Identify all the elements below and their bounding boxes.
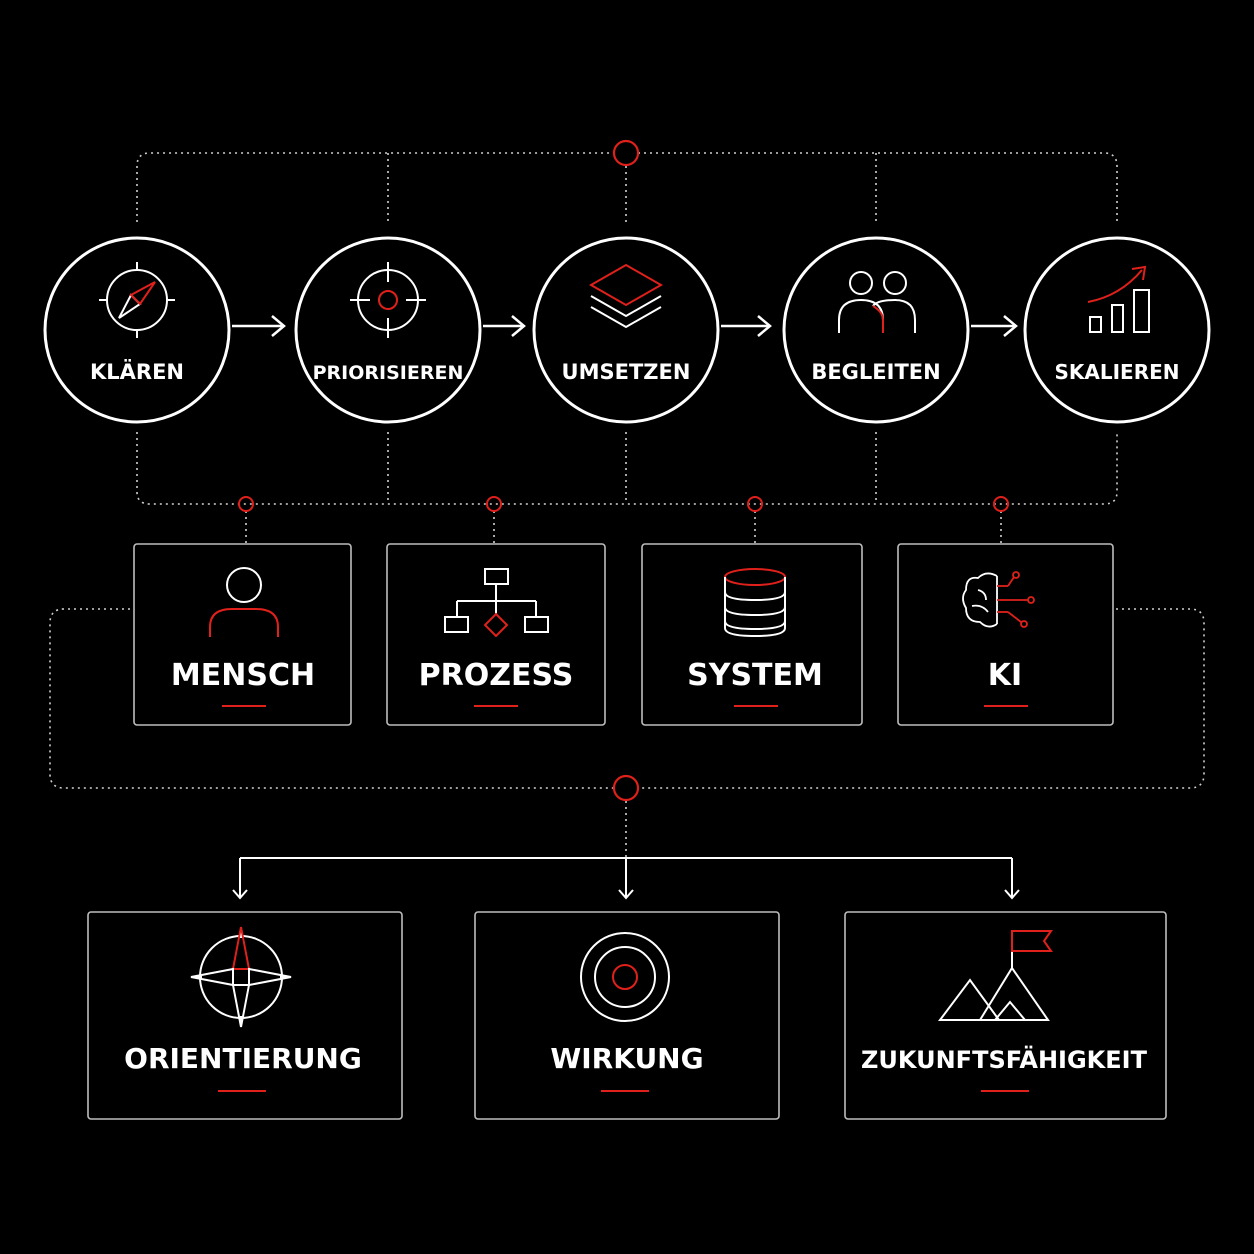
- outcome-card-wirkung: WIRKUNG: [474, 911, 780, 1120]
- dimension-label-system: SYSTEM: [687, 658, 823, 693]
- growth-chart-icon: [1087, 265, 1150, 333]
- compass-rose-icon: [190, 926, 292, 1028]
- compass-icon: [99, 262, 175, 338]
- person-icon: [209, 567, 279, 637]
- step-label-begleiten: BEGLEITEN: [811, 360, 940, 384]
- mountain-flag-icon: [938, 930, 1053, 1021]
- people-icon: [838, 271, 916, 333]
- dimension-label-mensch: MENSCH: [171, 658, 315, 693]
- step-label-umsetzen: UMSETZEN: [562, 360, 691, 384]
- dimension-card-mensch: MENSCH: [133, 543, 352, 726]
- crosshair-target-icon: [350, 262, 426, 338]
- database-icon: [724, 568, 786, 638]
- outcome-distribution-lines: [232, 857, 1020, 900]
- process-step-4: BEGLEITEN: [782, 236, 970, 424]
- top-connector-frame: [136, 152, 1118, 543]
- process-step-5: SKALIEREN: [1023, 236, 1211, 424]
- dimension-card-prozess: PROZESS: [386, 543, 606, 726]
- dimension-label-prozess: PROZESS: [419, 658, 574, 693]
- outcome-label-zukunftsfaehigkeit: ZUKUNFTSFÄHIGKEIT: [861, 1045, 1148, 1074]
- ai-brain-icon: [962, 571, 1035, 628]
- junction-node-prozess: [486, 496, 502, 512]
- step-label-klaeren: KLÄREN: [90, 359, 184, 384]
- step-arrows: [232, 315, 1018, 337]
- outcome-card-zukunftsfaehigkeit: ZUKUNFTSFÄHIGKEIT: [844, 911, 1167, 1120]
- dimension-label-ki: KI: [988, 658, 1022, 693]
- outcome-label-wirkung: WIRKUNG: [550, 1042, 703, 1075]
- process-step-3: UMSETZEN: [532, 236, 720, 424]
- middle-hub-node: [612, 774, 640, 802]
- process-step-2: PRIORISIEREN: [294, 236, 482, 424]
- dimension-card-system: SYSTEM: [641, 543, 863, 726]
- middle-connector-frame: [49, 608, 1205, 858]
- process-step-1: KLÄREN: [43, 236, 231, 424]
- step-label-priorisieren: PRIORISIEREN: [313, 362, 464, 384]
- step-label-skalieren: SKALIEREN: [1054, 360, 1179, 384]
- junction-node-mensch: [238, 496, 254, 512]
- layers-stack-icon: [588, 263, 664, 329]
- junction-node-system: [747, 496, 763, 512]
- dimension-card-ki: KI: [897, 543, 1114, 726]
- bullseye-icon: [580, 932, 670, 1022]
- outcome-label-orientierung: ORIENTIERUNG: [124, 1042, 362, 1075]
- top-hub-node: [612, 139, 640, 167]
- flowchart-icon: [444, 568, 549, 638]
- outcome-card-orientierung: ORIENTIERUNG: [87, 911, 403, 1120]
- junction-node-ki: [993, 496, 1009, 512]
